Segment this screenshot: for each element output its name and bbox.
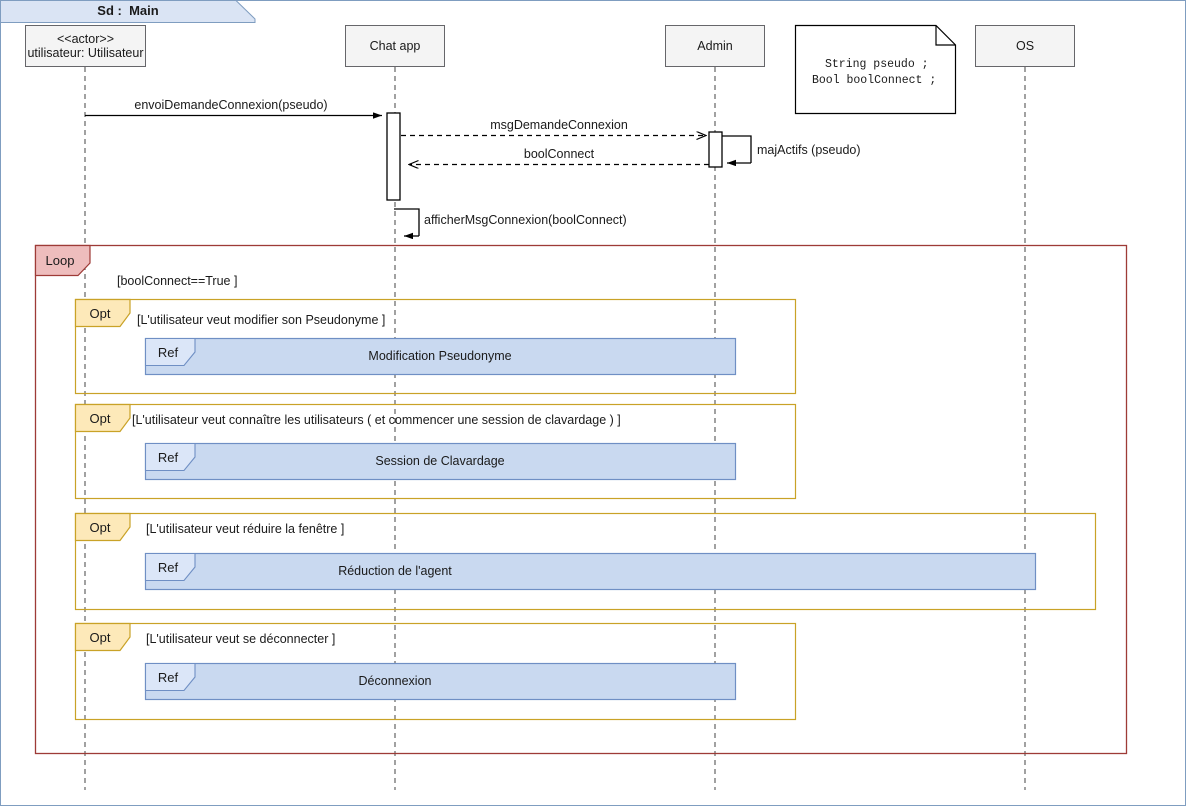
message-label-envoidemandeconnexion: envoiDemandeConnexion(pseudo) [134, 98, 328, 112]
message-label-affichermsgconnexion: afficherMsgConnexion(boolConnect) [424, 213, 627, 227]
ref-box-3 [144, 552, 1037, 591]
note-shape [794, 24, 957, 115]
lifeline-label-chat-app: Chat app [369, 39, 421, 53]
lifeline-label-utilisateur: utilisateur: Utilisateur [27, 46, 144, 60]
frame-tab-label: Sd : Main [97, 3, 159, 18]
fragment-opt-guard-2: [L'utilisateur veut connaître les utilis… [132, 413, 621, 427]
ref-box-2 [144, 442, 737, 481]
lifeline-stereotype-utilisateur: <<actor>> [57, 32, 114, 46]
ref-box-4 [144, 662, 737, 701]
fragment-opt-box-2 [74, 403, 797, 500]
note-line-1: String pseudo ; [825, 58, 929, 71]
message-self-affichermsgconnexion [394, 208, 420, 240]
ref-tab-shape-1 [144, 337, 196, 367]
lifeline-head-utilisateur[interactable]: <<actor>> utilisateur: Utilisateur [25, 25, 146, 67]
fragment-opt-label-shape-4 [74, 622, 131, 652]
fragment-opt-box-3 [74, 512, 1097, 611]
ref-tab-shape-3 [144, 552, 196, 582]
lifeline-head-admin[interactable]: Admin [665, 25, 765, 67]
lifeline-head-os[interactable]: OS [975, 25, 1075, 67]
activation-bar-chat-app [386, 112, 401, 201]
fragment-opt-guard-1: [L'utilisateur veut modifier son Pseudon… [137, 313, 386, 327]
activation-bar-admin [708, 131, 723, 168]
message-label-majactifs: majActifs (pseudo) [757, 143, 861, 157]
lifeline-label-os: OS [1015, 39, 1035, 53]
fragment-opt-label-shape-1 [74, 298, 131, 328]
ref-label-2: Session de Clavardage [375, 454, 505, 468]
lifeline-head-chat-app[interactable]: Chat app [345, 25, 445, 67]
ref-tab-shape-4 [144, 662, 196, 692]
fragment-loop-box [34, 244, 1128, 755]
ref-tab-shape-2 [144, 442, 196, 472]
lifeline-label-admin: Admin [697, 39, 733, 53]
fragment-opt-label-shape-3 [74, 512, 131, 542]
message-self-majactifs [722, 135, 752, 167]
ref-label-3: Réduction de l'agent [338, 564, 452, 578]
fragment-opt-guard-3: [L'utilisateur veut réduire la fenêtre ] [146, 522, 345, 536]
frame-tab-shape [0, 0, 256, 23]
fragment-opt-label-shape-2 [74, 403, 131, 433]
message-label-boolconnect: boolConnect [523, 147, 595, 161]
message-label-msgdemandeconnexion: msgDemandeConnexion [490, 118, 628, 132]
fragment-opt-box-4 [74, 622, 797, 721]
fragment-loop-label-shape [34, 244, 91, 277]
ref-box-1 [144, 337, 737, 376]
fragment-loop-guard: [boolConnect==True ] [117, 274, 238, 288]
ref-label-4: Déconnexion [358, 674, 432, 688]
ref-label-1: Modification Pseudonyme [368, 349, 512, 363]
fragment-opt-guard-4: [L'utilisateur veut se déconnecter ] [146, 632, 336, 646]
note-line-2: Bool boolConnect ; [812, 74, 937, 87]
fragment-opt-box-1 [74, 298, 797, 395]
